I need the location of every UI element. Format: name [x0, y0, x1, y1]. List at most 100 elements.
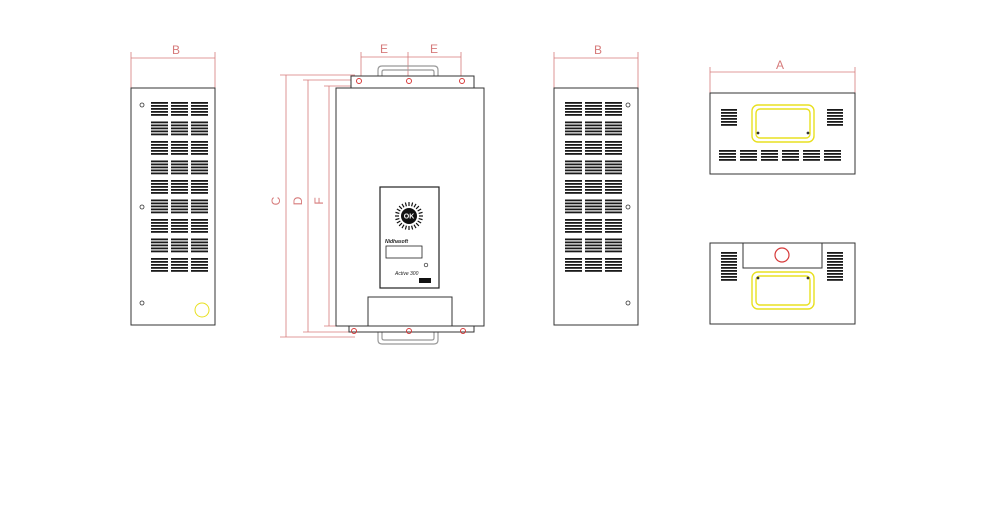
vent-slat — [605, 247, 622, 250]
vent-slat — [721, 124, 737, 126]
vent-slat — [721, 273, 737, 275]
vent-slat — [585, 111, 602, 113]
vent-slat — [191, 241, 208, 244]
right-side-vent-grid — [565, 102, 622, 272]
vent-slat — [585, 222, 602, 224]
vent-slat — [191, 267, 208, 269]
vent-slat — [565, 258, 582, 260]
vent-slat — [151, 264, 168, 266]
vent-slat — [824, 156, 841, 158]
status-led — [423, 262, 429, 268]
dial-tick — [395, 218, 400, 221]
vent-slat — [565, 244, 582, 247]
vent-slat — [721, 255, 737, 257]
vent-slat — [151, 114, 168, 116]
vent-slat — [171, 250, 188, 253]
front-top-bracket — [350, 75, 475, 89]
vent-slat — [585, 163, 602, 166]
vent-slat — [605, 144, 622, 146]
vent-slat — [740, 159, 757, 161]
vent-slat — [191, 202, 208, 205]
vent-slat — [827, 109, 843, 111]
vent-slat — [565, 111, 582, 113]
ok-label: OK — [404, 214, 415, 221]
vent-slat — [585, 219, 602, 221]
left-side-screws — [139, 102, 145, 306]
bottom-view — [709, 242, 856, 325]
vent-slat — [191, 244, 208, 247]
vent-slat — [565, 267, 582, 269]
vent-slat — [191, 199, 208, 202]
front-bottom-mount-holes — [351, 328, 466, 334]
vent-slat — [565, 186, 582, 188]
dial-tick — [396, 208, 401, 212]
vent-slat — [827, 115, 843, 117]
ok-dial: OK — [395, 202, 423, 230]
vent-slat — [191, 192, 208, 194]
vent-slat — [565, 189, 582, 191]
vent-slat — [721, 121, 737, 123]
vent-slat — [585, 108, 602, 110]
vent-slat — [565, 130, 582, 133]
vent-slat — [605, 244, 622, 247]
dim-b-left-label: B — [172, 43, 180, 57]
vent-slat — [605, 241, 622, 244]
vent-slat — [721, 261, 737, 263]
vent-slat — [605, 166, 622, 169]
vent-slat — [565, 160, 582, 163]
vent-slat — [565, 225, 582, 227]
vent-slat — [191, 228, 208, 230]
vent-slat — [171, 111, 188, 113]
vent-slat — [827, 270, 843, 272]
vent-slat — [605, 258, 622, 260]
vent-slat — [151, 111, 168, 113]
vent-slat — [171, 225, 188, 227]
dial-tick — [396, 220, 401, 224]
vent-slat — [151, 130, 168, 133]
vent-slat — [171, 270, 188, 272]
vent-slat — [151, 219, 168, 221]
vent-slat — [827, 279, 843, 281]
vent-slat — [565, 114, 582, 116]
vent-slat — [565, 261, 582, 263]
vent-slat — [565, 264, 582, 266]
vent-slat — [151, 124, 168, 127]
vent-slat — [191, 238, 208, 241]
vent-slat — [719, 153, 736, 155]
vent-slat — [740, 150, 757, 152]
vent-slat — [171, 166, 188, 169]
vent-slat — [585, 211, 602, 214]
vent-slat — [605, 150, 622, 152]
vent-slat — [719, 159, 736, 161]
vent-slat — [585, 183, 602, 185]
vent-slat — [605, 108, 622, 110]
dim-b-left — [130, 52, 216, 88]
vent-slat — [827, 267, 843, 269]
front-bottom-handle — [377, 332, 439, 345]
vent-slat — [151, 211, 168, 214]
vent-slat — [605, 208, 622, 211]
vent-slat — [565, 121, 582, 124]
vent-slat — [171, 141, 188, 143]
dial-tick — [415, 222, 420, 227]
vent-slat — [191, 141, 208, 143]
vent-slat — [605, 219, 622, 221]
vent-slat — [191, 108, 208, 110]
vent-slat — [827, 273, 843, 275]
vent-slat — [191, 144, 208, 146]
bottom-view-handle-screws — [756, 276, 810, 280]
vent-slat — [191, 180, 208, 182]
vent-slat — [827, 276, 843, 278]
vent-slat — [605, 225, 622, 227]
vent-slat — [605, 102, 622, 104]
vent-slat — [151, 186, 168, 188]
vent-slat — [803, 153, 820, 155]
vent-slat — [605, 133, 622, 136]
dim-a — [709, 67, 856, 93]
vent-slat — [585, 114, 602, 116]
vent-slat — [605, 238, 622, 241]
vent-slat — [171, 189, 188, 191]
vent-slat — [585, 166, 602, 169]
vent-slat — [191, 150, 208, 152]
vent-slat — [565, 208, 582, 211]
